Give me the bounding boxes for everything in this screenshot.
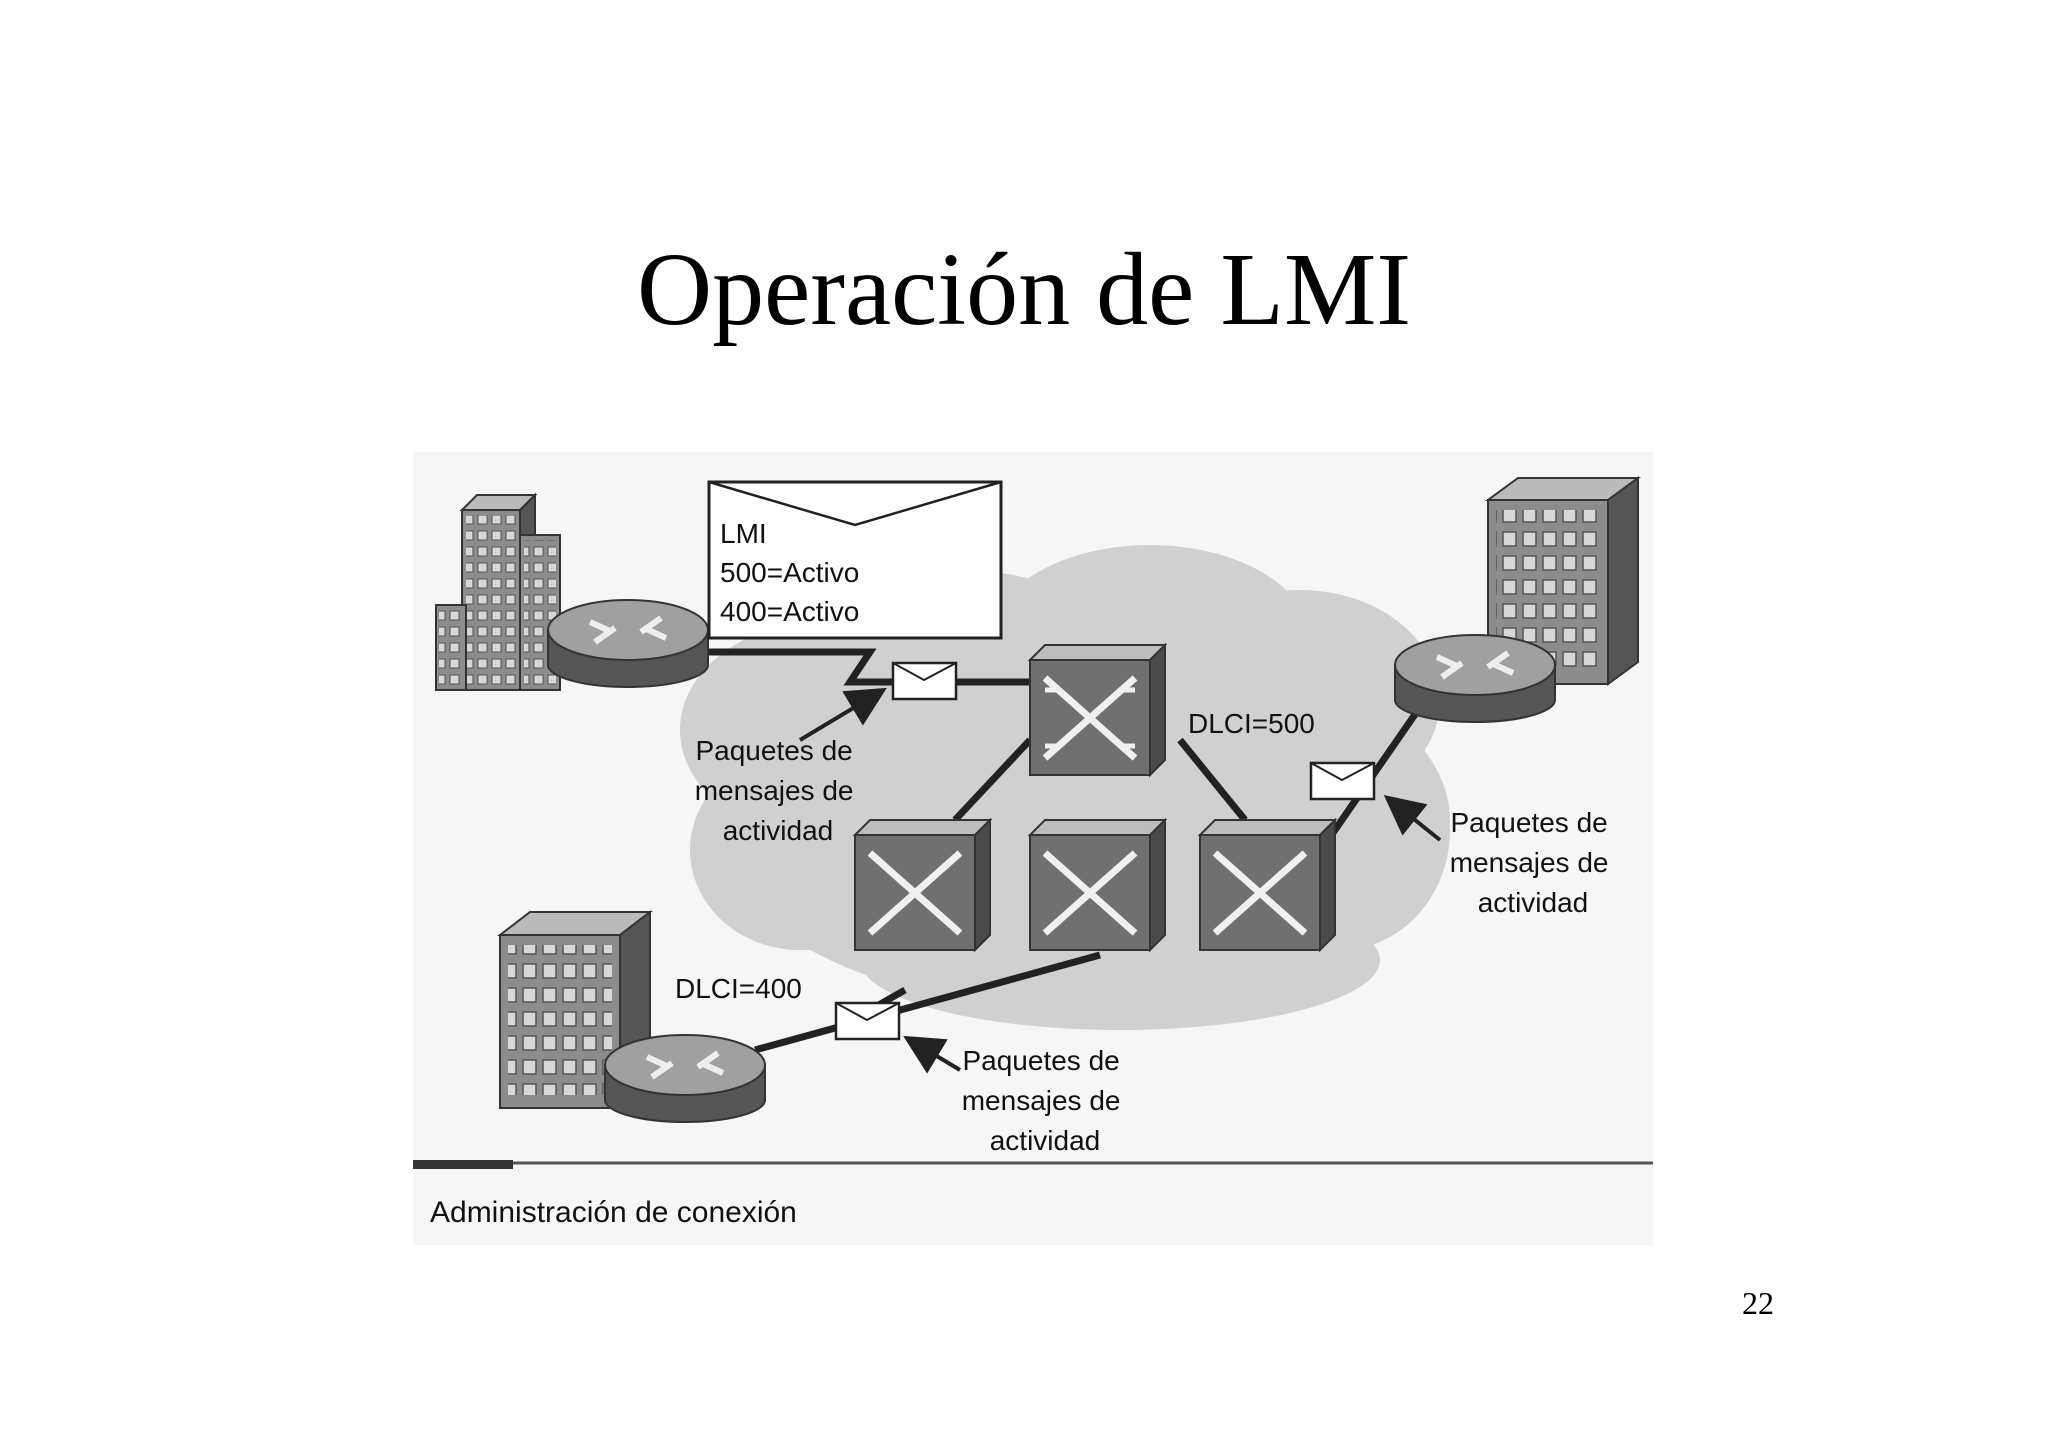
- lmi-line-1: LMI: [720, 518, 767, 549]
- keepalive-right-line-3: actividad: [1478, 887, 1589, 918]
- diagram-caption: Administración de conexión: [430, 1196, 797, 1229]
- switch-right: [1197, 817, 1338, 953]
- keepalive-top-line-1: Paquetes de: [695, 735, 852, 766]
- arrows: [798, 687, 1442, 1074]
- switch-top: [1027, 642, 1168, 778]
- router-bottom-left: [604, 1034, 766, 1123]
- lmi-line-2: 500=Activo: [720, 557, 859, 588]
- keepalive-envelope-right: [1309, 761, 1376, 801]
- link-sw-top-to-sw-left: [952, 737, 1033, 823]
- switch-center: [1027, 817, 1168, 953]
- keepalive-bottom-line-2: mensajes de: [962, 1085, 1121, 1116]
- keepalive-right-line-2: mensajes de: [1450, 847, 1609, 878]
- dlci-500-label: DLCI=500: [1188, 708, 1315, 739]
- caption-band: Administración de conexión: [413, 1160, 1653, 1229]
- switch-left: [852, 817, 993, 953]
- keepalive-envelope-bottom: [834, 1001, 901, 1041]
- arrow-bottom: [903, 1035, 962, 1074]
- link-sw-top-to-sw-right: [1177, 737, 1248, 823]
- keepalive-label-top: Paquetes de mensajes de actividad: [695, 735, 862, 846]
- page-number: 22: [1742, 1285, 1774, 1321]
- keepalive-label-right: Paquetes de mensajes de actividad: [1450, 807, 1617, 918]
- router-top-right: [1394, 634, 1556, 723]
- link-right-router-to-switch: [1325, 698, 1428, 842]
- keepalive-bottom-line-1: Paquetes de: [962, 1045, 1119, 1076]
- keepalive-top-line-2: mensajes de: [695, 775, 854, 806]
- keepalive-top-line-3: actividad: [723, 815, 834, 846]
- keepalive-right-line-1: Paquetes de: [1450, 807, 1607, 838]
- building-bottom-left: [497, 909, 653, 1111]
- slide-title: Operación de LMI: [637, 232, 1411, 347]
- keepalive-envelope-top: [891, 661, 958, 701]
- arrow-right: [1383, 795, 1442, 842]
- link-bottom-router-to-switch: [754, 951, 1101, 1054]
- dlci-400-label: DLCI=400: [675, 973, 802, 1004]
- arrow-top: [798, 687, 887, 742]
- router-top-left: [547, 599, 709, 688]
- lmi-line-3: 400=Activo: [720, 596, 859, 627]
- keepalive-label-bottom: Paquetes de mensajes de actividad: [962, 1045, 1129, 1156]
- keepalive-bottom-line-3: actividad: [990, 1125, 1101, 1156]
- lmi-message-envelope: LMI 500=Activo 400=Activo: [707, 480, 1003, 640]
- building-top-left: [435, 492, 561, 691]
